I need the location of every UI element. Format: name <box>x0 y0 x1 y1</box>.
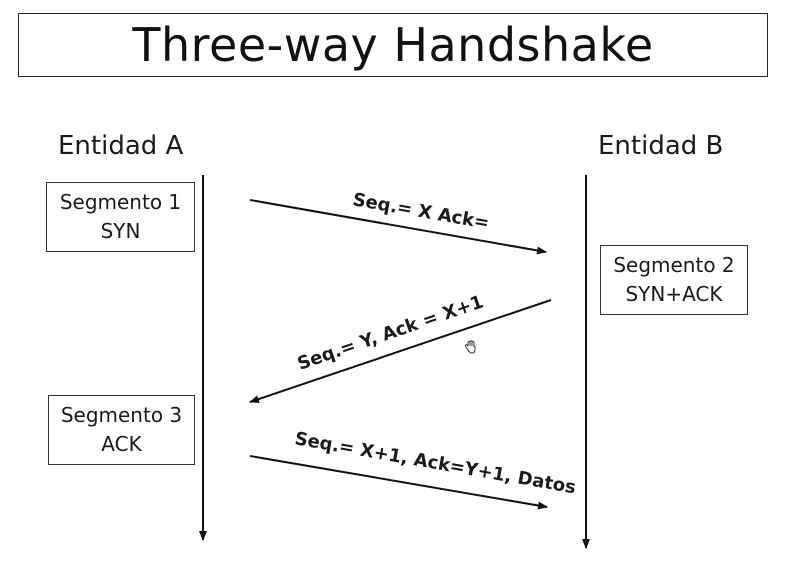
entity-b-label: Entidad B <box>598 131 724 161</box>
title-box: Three-way Handshake <box>18 13 768 77</box>
segment-2-flag: SYN+ACK <box>625 282 723 306</box>
message-2-arrow <box>249 299 552 403</box>
segment-2-title: Segmento 2 <box>613 253 735 277</box>
segment-3-box: Segmento 3 ACK <box>48 395 195 465</box>
message-1-arrow <box>249 199 547 255</box>
segment-2-box: Segmento 2 SYN+ACK <box>600 245 748 315</box>
segment-1-box: Segmento 1 SYN <box>46 182 195 252</box>
message-3-arrow <box>249 455 548 510</box>
diagram-title: Three-way Handshake <box>132 18 654 72</box>
message-1-label: Seq.= X Ack= <box>351 189 491 234</box>
segment-3-title: Segmento 3 <box>60 403 183 427</box>
segment-1-title: Segmento 1 <box>59 190 182 214</box>
segment-3-flag: ACK <box>101 432 142 456</box>
hand-cursor-icon <box>464 340 476 354</box>
message-2-label: Seq.= Y, Ack = X+1 <box>295 291 486 374</box>
segment-1-flag: SYN <box>100 219 141 243</box>
entity-a-label: Entidad A <box>58 131 184 161</box>
